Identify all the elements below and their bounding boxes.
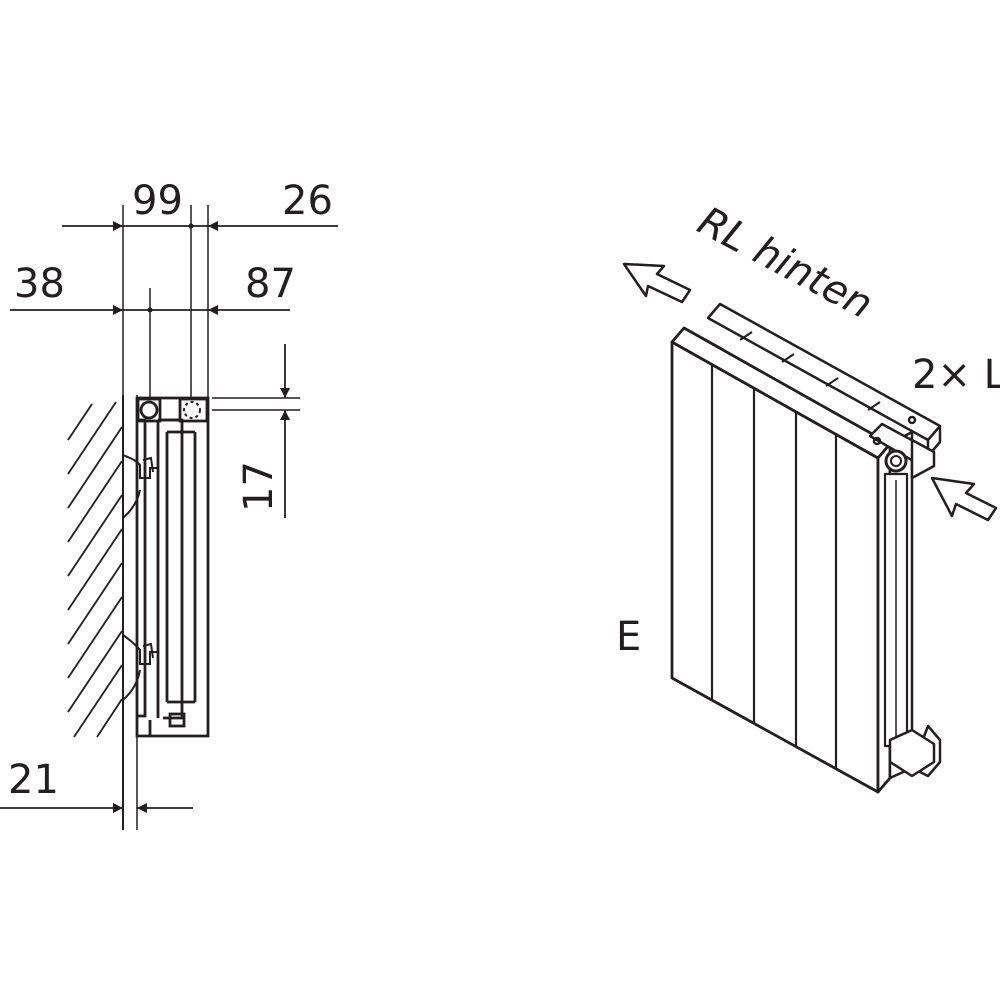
dim-dot-38	[147, 307, 153, 313]
dim-99-label: 99	[132, 178, 183, 224]
wall-bracket-upper	[122, 454, 158, 519]
dim-38-label: 38	[14, 261, 65, 307]
side-view	[0, 205, 338, 830]
dim-dot-99	[188, 223, 194, 229]
inlet-circle	[139, 400, 159, 420]
fin-lines	[683, 327, 838, 769]
radiator-section	[135, 396, 210, 738]
front-header-side	[910, 438, 936, 480]
return-flow-arrow-icon	[622, 262, 692, 304]
iso-view	[622, 262, 998, 794]
count-label: 2× L	[912, 352, 1000, 398]
dim-87-label: 87	[245, 261, 296, 307]
wall-hatching	[67, 401, 123, 738]
outlet-circle-dashed	[183, 401, 201, 419]
dim-17-label: 17	[236, 461, 282, 512]
wall-bracket-lower	[122, 634, 158, 701]
dim-21-label: 21	[8, 757, 59, 803]
outlet-box	[178, 397, 209, 423]
front-header-bottom	[888, 728, 936, 778]
top-hole-rear	[907, 415, 917, 425]
inlet-port	[884, 449, 908, 473]
rear-slots	[739, 331, 881, 411]
supply-flow-arrow-icon	[930, 476, 998, 522]
top-hole-front	[872, 436, 882, 446]
bottom-label: E	[616, 614, 641, 660]
inlet-port-inner	[890, 455, 902, 467]
radiator-front-face	[670, 340, 880, 794]
inlet-box	[136, 397, 162, 423]
dim-26-label: 26	[282, 178, 333, 224]
